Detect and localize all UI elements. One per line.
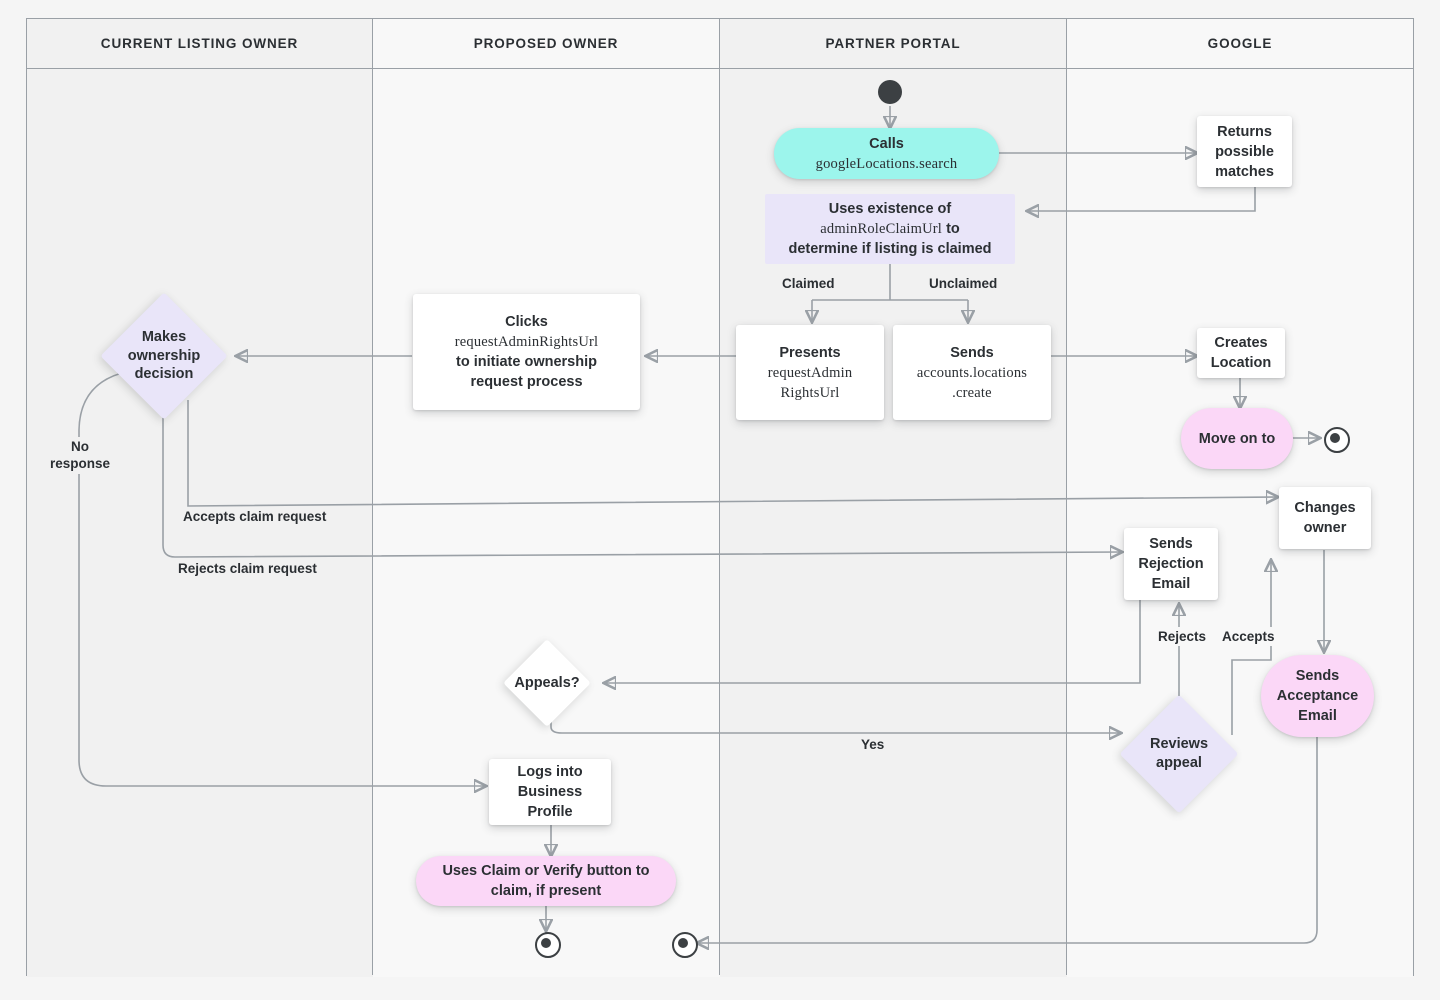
- node-sends-rejection-email[interactable]: Sends Rejection Email: [1124, 528, 1218, 600]
- node-clicks-line3: to initiate ownership: [456, 354, 597, 370]
- edge-label-claimed: Claimed: [779, 274, 838, 294]
- node-sends-create-line1: Sends: [950, 344, 994, 361]
- node-uses-claim-line2: claim, if present: [490, 883, 602, 899]
- node-appeals-question[interactable]: Appeals?: [503, 639, 591, 727]
- node-calls-line1: Calls: [869, 135, 904, 152]
- node-clicks-line4: request process: [470, 374, 583, 390]
- node-uses-claim-or-verify-button[interactable]: Uses Claim or Verify button to claim, if…: [416, 856, 676, 906]
- end-node-proposed-owner-right: [672, 932, 698, 958]
- node-reviews-appeal-label: Reviews appeal: [1149, 736, 1209, 771]
- node-clicks-request-admin-rights-url[interactable]: Clicks requestAdminRightsUrl to initiate…: [413, 294, 640, 410]
- edge-label-accepts: Accepts: [1219, 627, 1278, 647]
- lane-header-proposed-owner: PROPOSED OWNER: [373, 19, 720, 69]
- node-calls-line2: googleLocations.search: [815, 155, 958, 172]
- lane-header-google: GOOGLE: [1067, 19, 1413, 69]
- node-sends-create-line3: .create: [952, 384, 992, 401]
- node-returns-line3: matches: [1215, 163, 1274, 180]
- edge-label-no-response: No response: [41, 437, 119, 474]
- node-uses-existence-line2: adminRoleClaimUrl to: [820, 221, 960, 237]
- node-logs-into-line1: Logs into: [517, 764, 583, 780]
- node-sends-acceptance-email[interactable]: Sends Acceptance Email: [1261, 655, 1374, 737]
- node-presents-line3: RightsUrl: [780, 384, 840, 401]
- lane-divider-1: [27, 19, 373, 975]
- node-uses-claim-line1: Uses Claim or Verify button to: [442, 863, 650, 879]
- node-clicks-line2: requestAdminRightsUrl: [454, 334, 599, 350]
- node-presents-request-admin-rights-url[interactable]: Presents requestAdmin RightsUrl: [736, 325, 884, 420]
- lane-label-current-listing-owner: CURRENT LISTING OWNER: [100, 36, 299, 51]
- node-move-on-to[interactable]: Move on to: [1181, 408, 1293, 469]
- edge-label-unclaimed: Unclaimed: [926, 274, 1001, 294]
- node-move-on-to-label: Move on to: [1198, 430, 1276, 447]
- lane-header-partner-portal: PARTNER PORTAL: [720, 19, 1067, 69]
- node-returns-line2: possible: [1215, 143, 1274, 160]
- node-uses-existence-line4: determine if listing is claimed: [788, 241, 992, 257]
- node-makes-ownership-decision[interactable]: Makes ownership decision: [100, 292, 228, 420]
- node-sends-rejection-line1: Sends: [1149, 536, 1193, 552]
- node-creates-location-line1: Creates: [1214, 335, 1268, 351]
- node-returns-line1: Returns: [1217, 123, 1272, 140]
- node-presents-line1: Presents: [779, 344, 841, 361]
- node-sends-create-line2: accounts.locations: [916, 364, 1028, 381]
- node-sends-accounts-locations-create[interactable]: Sends accounts.locations .create: [893, 325, 1051, 420]
- end-node-proposed-owner-left: [535, 932, 561, 958]
- node-uses-existence-admin-role-claim-url[interactable]: Uses existence of adminRoleClaimUrl to d…: [765, 194, 1015, 264]
- node-appeals-label: Appeals?: [514, 674, 580, 691]
- node-logs-into-line2: Business: [517, 784, 583, 800]
- node-sends-rejection-line2: Rejection: [1138, 556, 1204, 572]
- node-sends-rejection-line3: Email: [1151, 576, 1191, 592]
- lane-header-current-listing-owner: CURRENT LISTING OWNER: [27, 19, 373, 69]
- node-sends-acceptance-line3: Email: [1298, 708, 1337, 724]
- lane-label-google: GOOGLE: [1207, 36, 1273, 51]
- edge-label-rejects: Rejects: [1155, 627, 1210, 647]
- lane-label-partner-portal: PARTNER PORTAL: [825, 36, 961, 51]
- node-creates-location-line2: Location: [1210, 355, 1272, 371]
- node-uses-existence-line1: Uses existence of: [828, 201, 952, 217]
- edge-label-rejects-claim-request: Rejects claim request: [175, 559, 320, 579]
- start-node-partner-portal: [878, 80, 902, 104]
- node-creates-location[interactable]: Creates Location: [1197, 328, 1285, 378]
- node-returns-possible-matches[interactable]: Returns possible matches: [1197, 116, 1292, 187]
- node-logs-into-business-profile[interactable]: Logs into Business Profile: [489, 759, 611, 825]
- node-sends-acceptance-line2: Acceptance: [1276, 688, 1359, 704]
- node-changes-owner-line2: owner: [1303, 520, 1347, 536]
- end-node-google: [1324, 427, 1350, 453]
- node-changes-owner-line1: Changes: [1294, 500, 1356, 516]
- node-presents-line2: requestAdmin: [767, 364, 853, 381]
- edge-label-accepts-claim-request: Accepts claim request: [180, 507, 330, 527]
- node-clicks-line1: Clicks: [505, 314, 548, 330]
- node-logs-into-line3: Profile: [527, 804, 573, 820]
- node-sends-acceptance-line1: Sends: [1295, 668, 1340, 684]
- lane-divider-2: [373, 19, 720, 975]
- lane-label-proposed-owner: PROPOSED OWNER: [473, 36, 619, 51]
- node-reviews-appeal[interactable]: Reviews appeal: [1119, 694, 1239, 814]
- node-makes-decision-label: Makes ownership decision: [127, 328, 201, 383]
- node-changes-owner[interactable]: Changes owner: [1279, 487, 1371, 549]
- node-calls-google-locations-search[interactable]: Calls googleLocations.search: [774, 128, 999, 179]
- edge-label-yes: Yes: [858, 735, 888, 755]
